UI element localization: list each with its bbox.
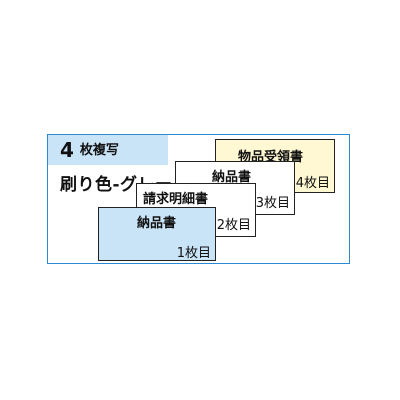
- sheet-1-number: 1枚目: [176, 246, 211, 261]
- sheet-1: 納品書 1枚目: [98, 207, 216, 261]
- sheet-2-number: 2枚目: [216, 218, 251, 233]
- sheet-2-name: 請求明細書: [143, 192, 209, 207]
- copy-form-frame: 4 枚複写 刷り色-グレー 物品受領書 4枚目 納品書 3枚目 請求明細書 2枚…: [47, 134, 350, 264]
- sheet-3-name: 納品書: [212, 170, 252, 185]
- copy-label: 枚複写: [79, 142, 119, 158]
- copy-count: 4: [60, 138, 74, 162]
- sheet-3-number: 3枚目: [255, 196, 290, 211]
- sheet-1-name: 納品書: [137, 216, 177, 231]
- sheet-4-number: 4枚目: [295, 176, 330, 191]
- copy-count-badge: 4 枚複写: [48, 135, 168, 165]
